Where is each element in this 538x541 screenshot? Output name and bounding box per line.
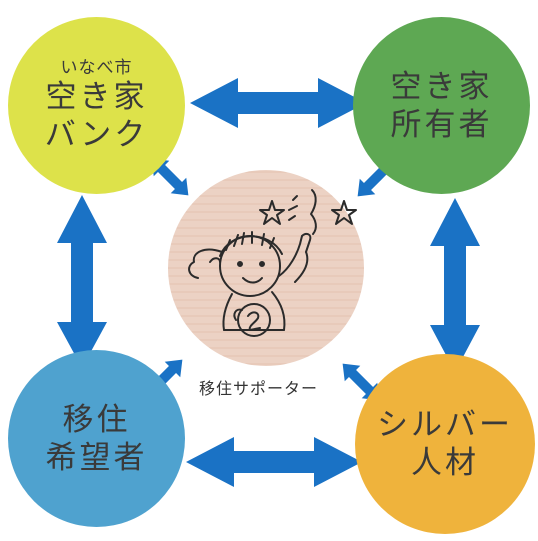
arrow-seeker-silver [186, 437, 362, 487]
owner-title-line2: 所有者 [390, 106, 493, 143]
supporter-label: 移住サポーター [196, 374, 322, 400]
silver-title-line2: 人材 [411, 445, 479, 481]
silver-title-line1: シルバー [377, 407, 513, 443]
node-vacant-house-bank: いなべ市 空き家 バンク [8, 17, 185, 194]
node-relocation-seeker: 移住 希望者 [8, 350, 185, 527]
node-vacant-house-owner: 空き家 所有者 [353, 17, 530, 194]
bank-title-line2: バンク [44, 116, 149, 153]
seeker-title-line1: 移住 [62, 401, 131, 438]
bank-city-label: いなべ市 [60, 57, 133, 78]
bank-title-line1: 空き家 [45, 78, 148, 115]
arrow-center-bank [151, 158, 189, 196]
arrow-bank-owner [190, 78, 366, 128]
seeker-title-line2: 希望者 [45, 439, 148, 476]
node-silver-human-resources: シルバー 人材 [355, 354, 535, 534]
arrow-center-silver [342, 363, 380, 401]
owner-title-line1: 空き家 [390, 68, 493, 105]
supporter-illustration [188, 189, 357, 337]
star-icon [259, 200, 285, 225]
arrow-bank-seeker [57, 195, 107, 368]
sparkle-icon [288, 195, 298, 221]
arrow-owner-silver [430, 198, 480, 372]
star-icon [331, 200, 357, 225]
supporter-circle [168, 170, 364, 366]
